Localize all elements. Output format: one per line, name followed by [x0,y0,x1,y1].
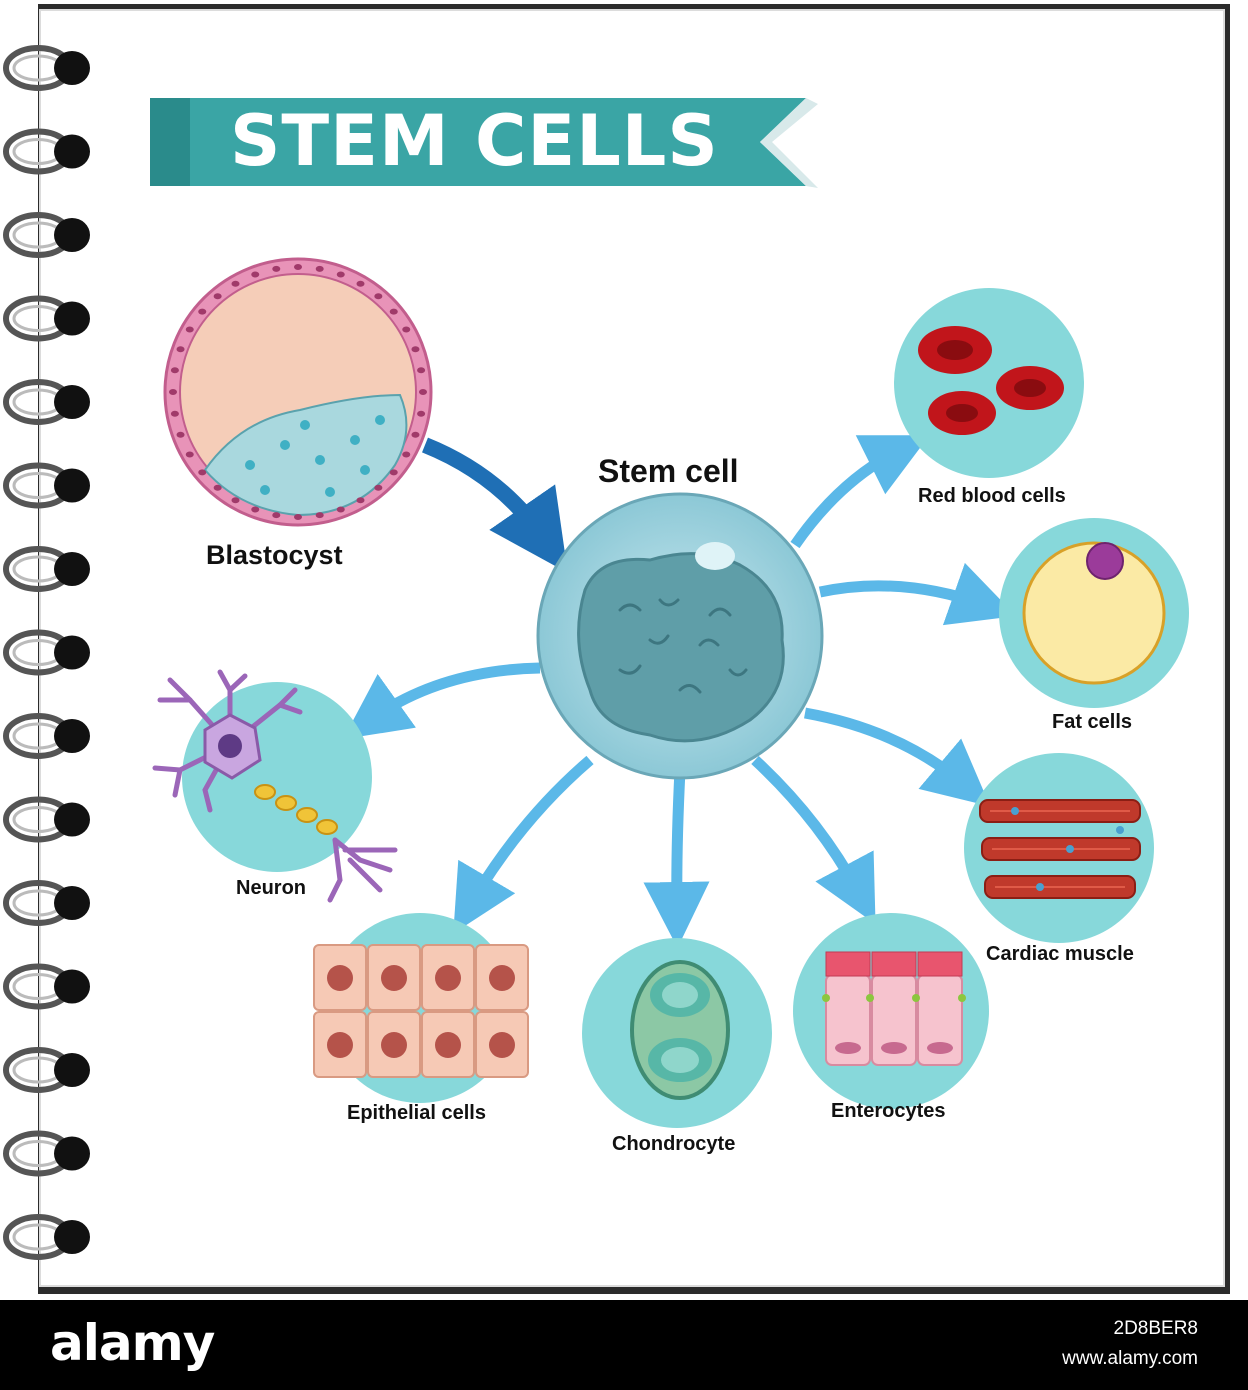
spiral-ring [3,713,90,759]
red-blood-cells-label: Red blood cells [918,485,1066,507]
epithelial-cells-illustration [313,913,529,1103]
arrow-enterocytes [751,755,876,925]
spiral-ring [3,629,90,676]
epithelial-cells-label: Epithelial cells [347,1102,486,1124]
cardiac-muscle-illustration [964,753,1154,943]
spiral-ring [3,128,90,175]
spiral-ring [3,379,90,425]
footer-url: www.alamy.com [1062,1348,1198,1369]
blastocyst-cell [163,257,433,527]
differentiation-arrows [343,435,1017,948]
page-title: STEM CELLS [230,100,719,182]
spiral-ring [3,546,90,592]
arrow-fat [818,562,1017,626]
cardiac-muscle-label: Cardiac muscle [986,943,1134,965]
title-banner [150,98,818,188]
arrow-epithelial [453,755,594,934]
enterocytes-label: Enterocytes [831,1100,946,1122]
spiral-ring [3,963,90,1010]
blastocyst-arrow [422,437,568,573]
watermark-footer: alamy 2D8BER8 www.alamy.com [0,1300,1248,1390]
spiral-ring [3,1047,90,1093]
enterocytes-illustration [793,913,989,1109]
stem-cell-label: Stem cell [598,453,739,489]
spiral-ring [3,462,90,509]
fat-cells-illustration [999,518,1189,708]
arrow-cardiac [804,707,991,807]
spiral-ring [3,1130,90,1177]
spiral-binding [3,45,90,1260]
red-blood-cells-illustration [894,288,1084,478]
notebook-page: STEM CELLS Stem cell Blastocyst Red bloo… [3,4,1230,1294]
chondrocyte-illustration [582,938,772,1128]
notebook-illustration [3,4,1230,1294]
neuron-illustration [152,669,398,903]
spiral-ring [3,212,90,258]
fat-cells-label: Fat cells [1052,711,1133,733]
spiral-ring [3,1214,90,1260]
arrow-chondrocyte [643,769,710,948]
arrow-red-blood [790,435,930,549]
arrow-neuron [343,662,541,740]
image-id: 2D8BER8 [1113,1318,1199,1339]
blastocyst-label: Blastocyst [206,540,343,570]
spiral-ring [3,45,90,91]
spiral-ring [3,295,90,342]
chondrocyte-label: Chondrocyte [612,1133,736,1155]
alamy-logo: alamy [50,1314,215,1372]
stem-cell [536,492,824,780]
spiral-ring [3,880,90,926]
spiral-ring [3,796,90,843]
neuron-label: Neuron [236,877,306,899]
